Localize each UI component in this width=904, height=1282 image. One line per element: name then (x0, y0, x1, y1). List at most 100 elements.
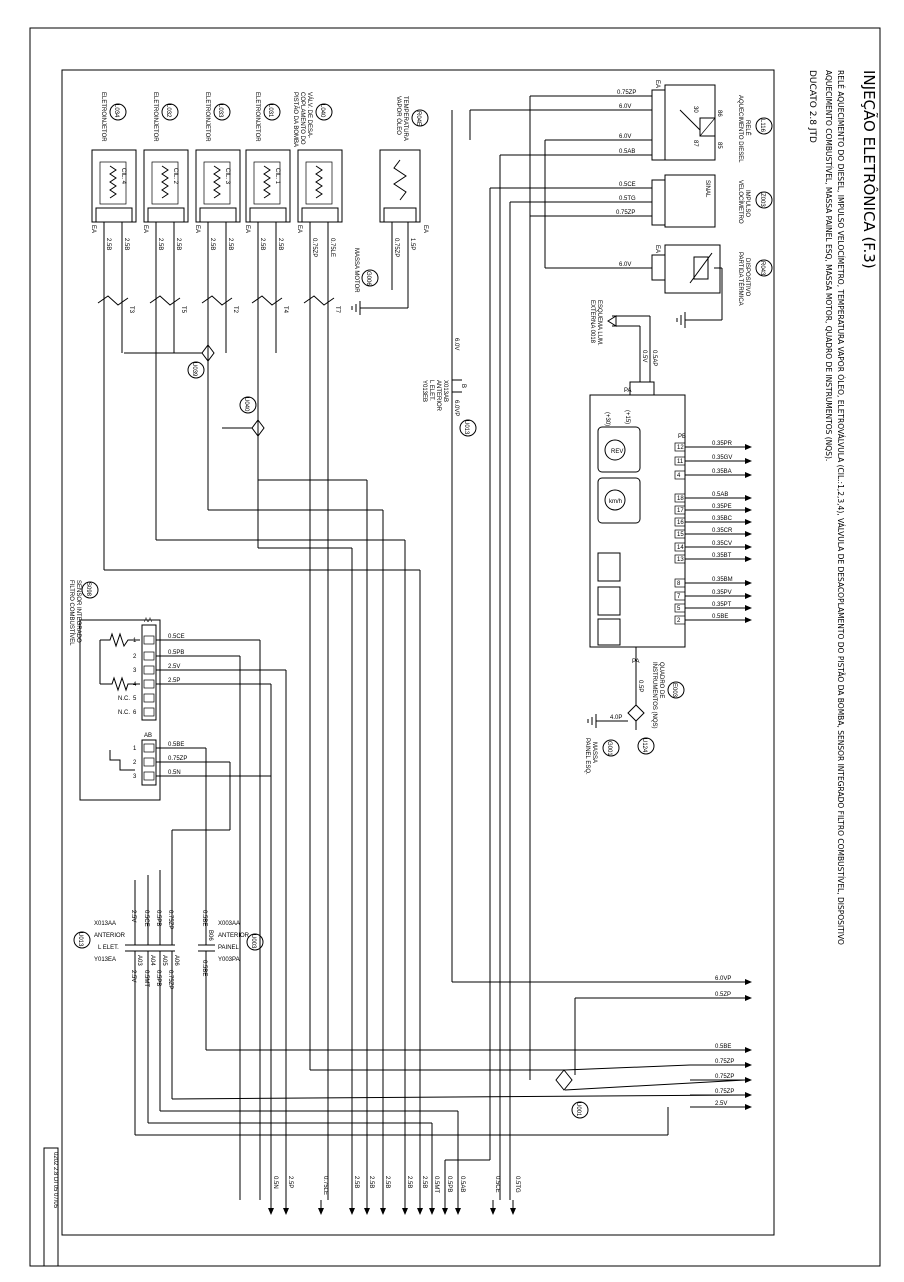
temperature-warning-icon (597, 552, 621, 582)
svg-text:VAPOR ÓLEO: VAPOR ÓLEO (395, 96, 402, 135)
gauge-speed-label: km/h (609, 499, 622, 505)
bottom-output-label: 2.5B (368, 1176, 374, 1188)
twist-label: T4 (282, 306, 288, 314)
x003aa-top-label: 0.5BE (201, 910, 207, 926)
twisted-pair-icon (149, 295, 181, 306)
wire-label: 2.5B (227, 238, 233, 250)
component-code: L040 (319, 104, 325, 118)
bottom-output-label: 0.5MT (433, 1176, 439, 1193)
bus-wires: 2.5V2.5VA030.5CE0.5MTA040.5PB0.5PBA050.7… (103, 96, 746, 1200)
component-code: L033 (217, 104, 223, 118)
impulse-wire-1: 0.5CE (619, 182, 636, 188)
footer-box (43, 1147, 59, 1267)
x013aa-bottom-label: 2.5V (130, 970, 136, 982)
bottom-output-label: 2.5B (353, 1176, 359, 1188)
component-name: VÁLV. DE DESA- (306, 92, 313, 138)
svg-text:EA: EA (654, 80, 660, 88)
relay-connector (651, 89, 666, 161)
impulse-z003: SINAL Z003 IMPULSO VELOCÍMETRO (651, 174, 773, 228)
right-output-label: 0.75ZP (715, 1074, 734, 1080)
cylinder-label: CIL. 1 (274, 168, 280, 185)
engine-warning-icon (597, 618, 621, 646)
impulse-code: Z003 (759, 193, 765, 207)
twist-label: T7 (334, 306, 340, 314)
wire-label: 0.75LE (329, 238, 335, 257)
svg-text:X013AA: X013AA (94, 921, 116, 927)
component-name: ELETROINJETOR (100, 92, 106, 142)
x013aa-bottom-label: 0.75ZP (167, 970, 173, 989)
oil-warning-icon (597, 586, 621, 616)
svg-text:0.5AP: 0.5AP (651, 350, 657, 366)
coil-icon (315, 165, 323, 199)
bottom-output-label: 2.5B (384, 1176, 390, 1188)
svg-text:U013: U013 (77, 932, 83, 947)
right-output-label: 0.5BE (715, 1044, 731, 1050)
sensor-pin: 5 (133, 696, 137, 702)
wire-label: 0.75ZP (311, 238, 317, 257)
connector-label: EA (244, 225, 250, 233)
cluster-wire-label: 0.35PR (712, 441, 733, 447)
svg-text:PA: PA (624, 388, 632, 394)
gauge-rev (597, 426, 641, 473)
right-output-label: 0.75ZP (715, 1089, 734, 1095)
svg-text:DISPOSITIVO: DISPOSITIVO (744, 258, 750, 297)
x013aa-top-label: 0.75ZP (167, 910, 173, 929)
vapor-code: R04E (415, 111, 421, 126)
diagram-frame (61, 69, 775, 1236)
footer-code: 0202 2.8 DI 05 07/05 (52, 1152, 58, 1209)
sensor-pin: 3 (133, 668, 137, 674)
connector-x013aa: X013AA ANTERIOR L ELET. Y013EA U013 (73, 921, 175, 963)
svg-text:6.0VP: 6.0VP (453, 400, 459, 416)
model-label: DUCATO 2.8 JTD (807, 70, 817, 143)
cluster-wire-label: 0.35BC (712, 516, 733, 522)
component-name: ELETROINJETOR (254, 92, 260, 142)
heater-wire: 6.0V (619, 262, 631, 268)
bottom-output-label: 2.5B (406, 1176, 412, 1188)
component-name: COPLAMENTO DO (299, 92, 305, 145)
sensor-pin: 1 (133, 746, 137, 752)
svg-text:SINAL: SINAL (704, 180, 710, 198)
bottom-output-label: 0.5PB (446, 1176, 452, 1192)
external-scheme-label: ESQUEMA LUM. (596, 300, 602, 346)
svg-text:PB: PB (678, 434, 686, 440)
coil-icon (161, 165, 169, 199)
svg-text:ANTERIOR: ANTERIOR (218, 933, 250, 939)
svg-text:X003AA: X003AA (218, 921, 240, 927)
bottom-output-label: 2.5P (287, 1176, 293, 1188)
component-name: PISTÃO DA BOMBA (292, 92, 299, 147)
twist-label: T3 (128, 306, 134, 314)
relay-l116: 30 86 87 85 L116 RELÉ AQUECIMENTO DIESEL… (651, 80, 773, 163)
cluster-wire-label: 0.35PT (712, 602, 732, 608)
x013aa-bottom-label: 0.5PB (155, 970, 161, 986)
svg-text:U001: U001 (575, 1102, 581, 1117)
svg-text:0.75ZP: 0.75ZP (393, 238, 399, 257)
wire-label: 2.5B (105, 238, 111, 250)
svg-text:IMPULSO: IMPULSO (744, 190, 750, 217)
massa-motor-label: MASSA MOTOR (353, 248, 359, 293)
cylinder-label: CIL. 3 (224, 168, 230, 185)
svg-text:QUADRO DE: QUADRO DE (658, 662, 664, 698)
x013aa-top-label: 2.5V (130, 910, 136, 922)
cluster-wire-label: 0.35BA (712, 469, 732, 475)
svg-text:86: 86 (716, 110, 722, 117)
gauge-speed (597, 477, 641, 524)
x013aa-pin: A04 (149, 955, 155, 966)
wire-label: 2.5B (123, 238, 129, 250)
cluster-pin: 18 (677, 496, 684, 502)
sensor-code: S098 (85, 582, 91, 597)
svg-text:PARTIDA TÉRMICA: PARTIDA TÉRMICA (737, 252, 744, 306)
vapor-sensor-r04e: R04E TEMPERATURA VAPOR ÓLEO EA (379, 96, 429, 233)
component-code: L031 (267, 104, 273, 118)
bottom-output-label: 0.75LE (322, 1176, 328, 1195)
cluster-wires: 0.35PR120.35GV110.35BA40.5AB180.35PE170.… (674, 441, 752, 625)
relay-code: L116 (759, 119, 765, 133)
component-name: ELETROINJETOR (204, 92, 210, 142)
heater-resistor (693, 256, 709, 280)
component-code: L032 (165, 104, 171, 118)
x003aa-pin: B06 (207, 930, 213, 941)
cluster-pin: 11 (677, 459, 684, 465)
gauge-rev-label: REV (611, 449, 623, 455)
vapor-resistor (393, 159, 407, 201)
